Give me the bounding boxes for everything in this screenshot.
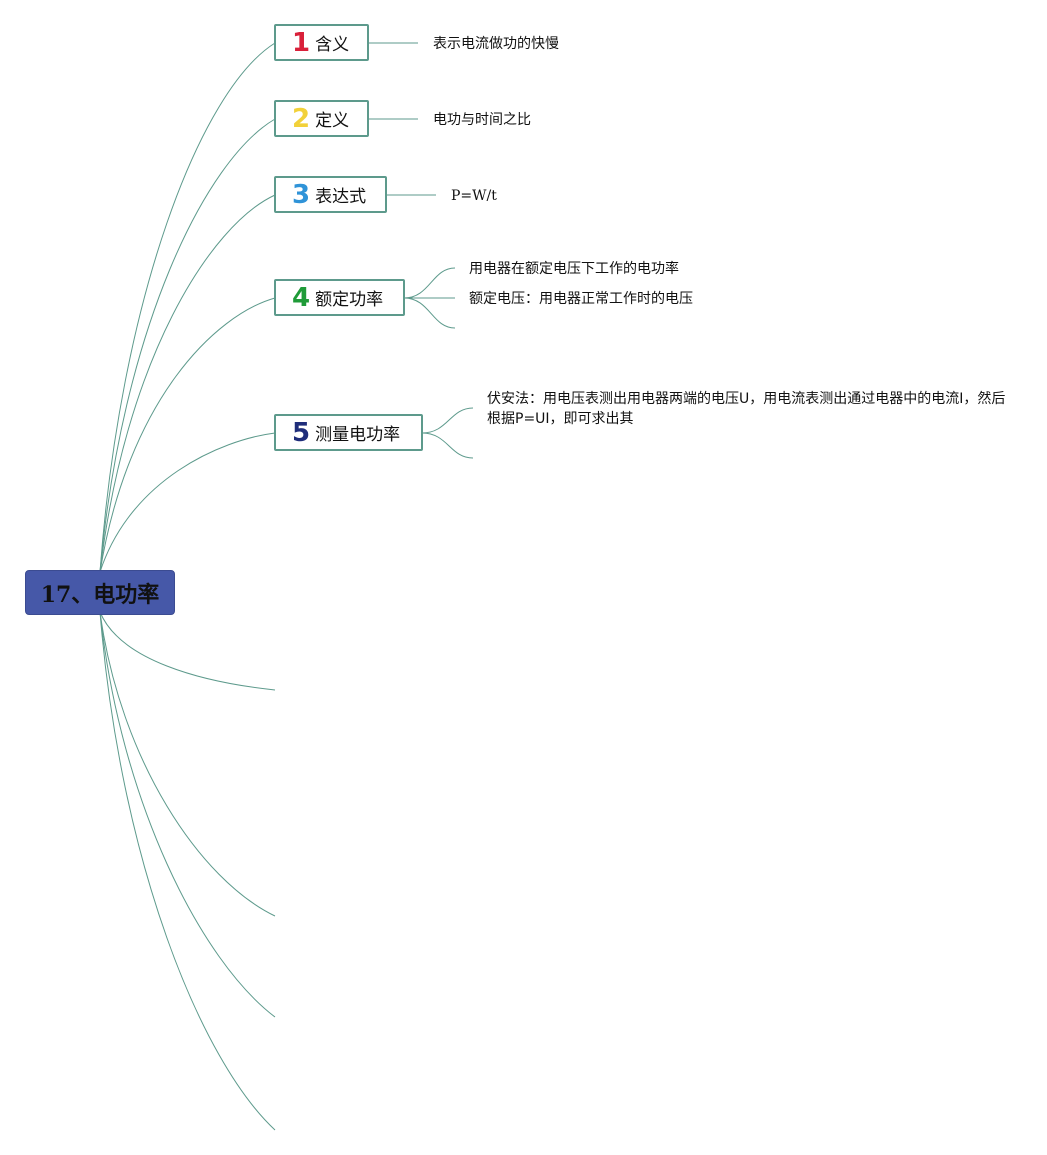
connector-empty-1	[99, 611, 276, 691]
number-1-icon: 1	[292, 27, 311, 58]
leaf-text: 电功与时间之比	[433, 112, 531, 128]
number-3-icon: 3	[292, 179, 311, 210]
branch-label: 表达式	[315, 187, 367, 207]
branch-label: 含义	[315, 35, 350, 55]
branch-node-5[interactable]: 5 测量电功率	[274, 414, 423, 451]
leaf-text: 额定电压：用电器正常工作时的电压	[469, 291, 693, 307]
connector-branch-2	[99, 118, 276, 573]
central-topic-label: 17、电功率	[40, 581, 160, 608]
connector-leaf-5b	[421, 432, 474, 459]
branch-node-1[interactable]: 1 含义	[274, 24, 369, 61]
connector-empty-4	[99, 611, 276, 1131]
leaf-text: 表示电流做功的快慢	[433, 36, 559, 52]
leaf-text: 伏安法：用电压表测出用电器两端的电压U，用电流表测出通过电器中的电流I，然后根据…	[487, 391, 1006, 427]
branch-node-4[interactable]: 4 额定功率	[274, 279, 405, 316]
number-4-icon: 4	[292, 282, 311, 313]
branch-label: 测量电功率	[315, 425, 401, 445]
branch-label: 定义	[315, 111, 350, 131]
leaf-text: 用电器在额定电压下工作的电功率	[469, 261, 679, 277]
connector-branch-1	[99, 42, 276, 573]
connector-branch-4	[99, 297, 276, 573]
connector-leaf-5a	[421, 407, 474, 434]
connector-empty-2	[99, 611, 276, 917]
connector-branch-3	[99, 194, 276, 573]
connector-leaf-4c	[403, 297, 456, 329]
connector-empty-3	[99, 611, 276, 1018]
central-topic[interactable]: 17、电功率	[25, 570, 175, 615]
branch-label: 额定功率	[315, 290, 384, 310]
branch-node-3[interactable]: 3 表达式	[274, 176, 387, 213]
leaf-formula: P=W/t	[451, 188, 497, 204]
number-5-icon: 5	[292, 417, 311, 448]
branch-node-2[interactable]: 2 定义	[274, 100, 369, 137]
connector-leaf-4a	[403, 267, 456, 299]
connector-branch-5	[99, 432, 276, 573]
number-2-icon: 2	[292, 103, 311, 134]
